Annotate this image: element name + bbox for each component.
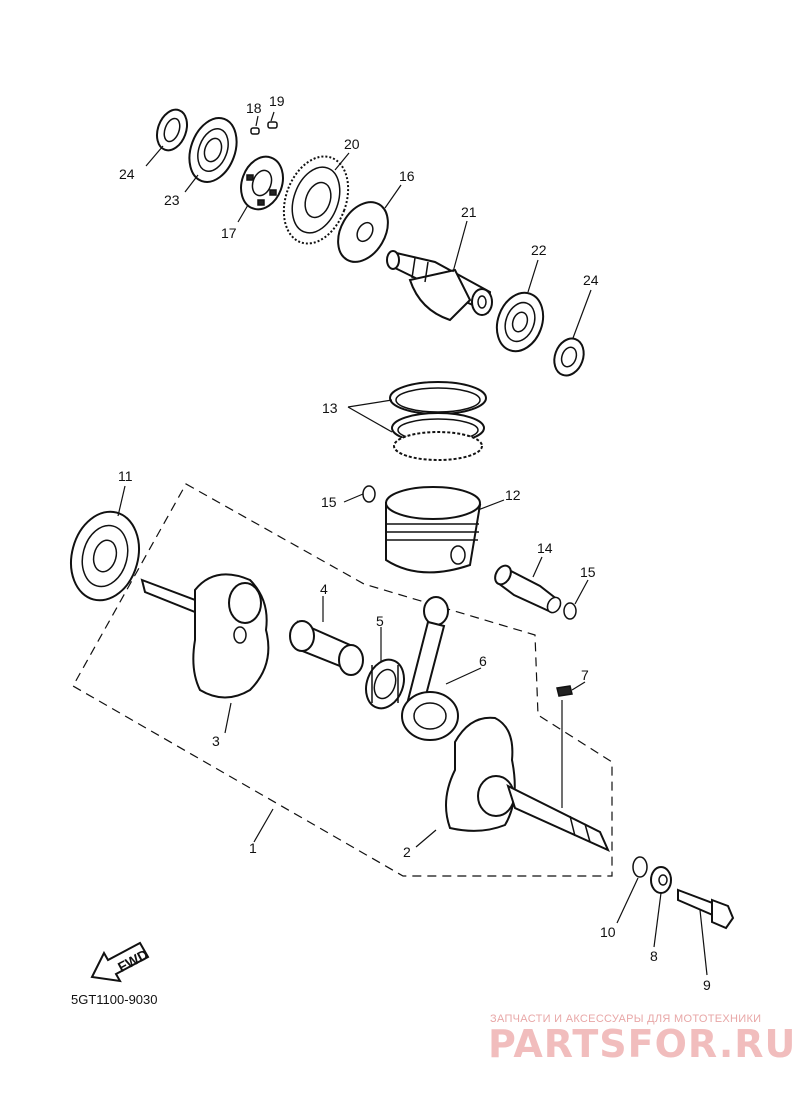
callout-15-left: 15 — [321, 494, 337, 510]
balancer-shaft-21 — [386, 250, 493, 322]
callout-12: 12 — [505, 487, 521, 503]
needle-bearing-5 — [365, 658, 405, 710]
callout-18: 18 — [246, 100, 262, 116]
key-19 — [267, 121, 278, 129]
callout-10: 10 — [600, 924, 616, 940]
washer-10 — [632, 856, 648, 878]
callout-19: 19 — [269, 93, 285, 109]
watermark: ЗАПЧАСТИ И АКСЕССУАРЫ ДЛЯ МОТОТЕХНИКИ PA… — [488, 1013, 796, 1066]
dowel-pin-18 — [250, 127, 260, 135]
plate-16 — [337, 201, 389, 263]
callout-23: 23 — [164, 192, 180, 208]
callout-11: 11 — [118, 468, 133, 484]
crank-right-2 — [445, 716, 610, 852]
circlip-15-right — [563, 602, 577, 620]
oil-seal-24-left — [156, 108, 188, 152]
callout-2: 2 — [403, 844, 411, 860]
callout-20: 20 — [344, 136, 360, 152]
bearing-22 — [495, 291, 545, 353]
bearing-11 — [70, 510, 140, 602]
callout-24-left: 24 — [119, 166, 135, 182]
callout-24-right: 24 — [583, 272, 599, 288]
callout-21: 21 — [461, 204, 477, 220]
balancer-gear-20 — [282, 155, 350, 245]
callout-5: 5 — [376, 613, 384, 629]
callout-13: 13 — [322, 400, 338, 416]
callout-4: 4 — [320, 581, 328, 597]
watermark-tagline: ЗАПЧАСТИ И АКСЕССУАРЫ ДЛЯ МОТОТЕХНИКИ — [490, 1013, 761, 1025]
watermark-brand: PARTSFOR.RU — [488, 1022, 796, 1066]
callout-22: 22 — [531, 242, 547, 258]
callout-17: 17 — [221, 225, 237, 241]
crankshaft-assembly-boundary — [72, 483, 613, 877]
callout-9: 9 — [703, 977, 711, 993]
callout-1: 1 — [249, 840, 257, 856]
piston-rings-13 — [389, 381, 487, 461]
callout-7: 7 — [581, 667, 589, 683]
callout-numbers: 1 2 3 4 5 6 7 8 9 10 11 12 13 14 15 15 1… — [118, 93, 711, 993]
leader-lines — [117, 111, 708, 976]
callout-8: 8 — [650, 948, 658, 964]
piston-12 — [385, 486, 482, 574]
locknut-17 — [240, 155, 284, 211]
washer-8 — [650, 866, 672, 894]
fwd-arrow-icon: FWD — [90, 941, 151, 983]
callout-6: 6 — [479, 653, 487, 669]
connecting-rod-6 — [401, 596, 459, 741]
diagram-code: 5GT1100-9030 — [71, 992, 158, 1007]
crank-left-3 — [140, 573, 270, 699]
callout-3: 3 — [212, 733, 220, 749]
piston-pin-14 — [494, 564, 562, 614]
bearing-23 — [188, 117, 238, 183]
circlip-15-left — [362, 485, 376, 503]
woodruff-key-7 — [556, 685, 573, 697]
callout-15-right: 15 — [580, 564, 596, 580]
callout-14: 14 — [537, 540, 553, 556]
crank-pin-4 — [289, 620, 364, 676]
callout-16: 16 — [399, 168, 415, 184]
oil-seal-24-right — [553, 337, 585, 377]
bolt-9 — [677, 888, 735, 930]
